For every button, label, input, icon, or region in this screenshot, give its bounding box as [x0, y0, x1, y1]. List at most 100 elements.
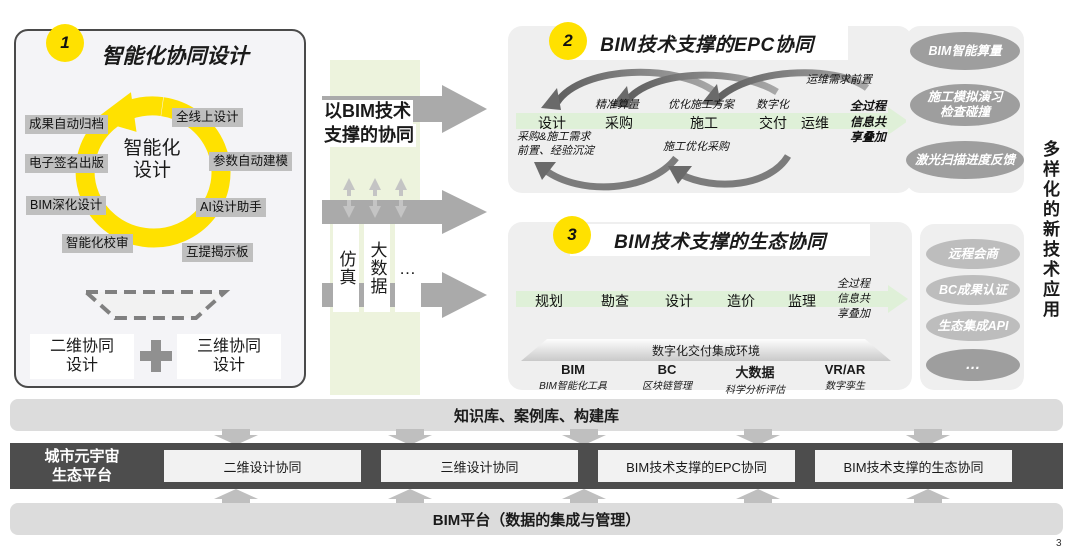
dashed-funnel-shape: [80, 290, 231, 320]
platform-item-0[interactable]: 二维设计协同: [164, 450, 361, 482]
eco-tech-0-name: BIM: [561, 362, 585, 377]
panel1-2d-box: 二维协同 设计: [30, 334, 134, 379]
eco-stage-1: 勘查: [601, 293, 629, 309]
eco-stage-band: [516, 291, 891, 307]
epc-tail-note: 全过程 信息共 享叠加: [840, 99, 896, 146]
panel1-title: 智能化协同设计: [60, 40, 290, 70]
eco-tech-1-sub: 区块链管理: [642, 381, 692, 392]
chip-right-3: 互提揭示板: [182, 243, 253, 262]
eco-tech-3-name: VR/AR: [824, 362, 866, 377]
pill-bottom-3: …: [926, 349, 1020, 381]
eco-tech-2-sub: 科学分析评估: [725, 385, 785, 396]
panel2-title: BIM技术支撑的EPC协同: [566, 26, 848, 60]
platform-item-1[interactable]: 三维设计协同: [381, 450, 578, 482]
epc-top-curves: [541, 68, 870, 110]
eco-tech-0-sub: BIM智能化工具: [539, 381, 607, 392]
chip-left-2: BIM深化设计: [26, 196, 107, 215]
flow-arrow-2: [322, 190, 487, 234]
epc-below-anno-1: 采购&施工需求 前置、经验沉淀: [517, 131, 594, 157]
panel1-3d-box: 三维协同 设计: [177, 334, 281, 379]
panel3-badge: 3: [553, 216, 591, 254]
panel2-badge: 2: [549, 22, 587, 60]
pill-bottom-0: 远程会商: [926, 239, 1020, 269]
eco-tech-1-name: BC: [657, 362, 677, 377]
eco-environment-trapezoid: [521, 339, 891, 361]
eco-stage-2: 设计: [665, 293, 693, 309]
up-arrows-row: [214, 489, 780, 505]
panel1-2d-line2: 设计: [65, 356, 98, 374]
eco-stage-4: 监理: [788, 293, 816, 309]
eco-stage-0: 规划: [535, 293, 563, 309]
panel1-2d-line1: 二维协同: [49, 338, 114, 356]
eco-tech-3-sub: 数字孪生: [825, 381, 865, 392]
epc-above-label-1: 优化施工方案: [668, 99, 734, 111]
bim-platform-label: BIM平台（数据的集成与管理）: [432, 511, 641, 529]
middle-box-1: 大数据: [364, 224, 390, 312]
eco-tech-2: 大数据 科学分析评估: [710, 362, 800, 396]
page-number: 3: [1056, 538, 1062, 549]
eco-tail-note: 全过程 信息共 享叠加: [837, 277, 897, 322]
pill-top-2: 激光扫描进度反馈: [906, 141, 1024, 179]
epc-stage-0: 设计: [538, 115, 566, 131]
eco-tech-0: BIM BIM智能化工具: [528, 362, 618, 392]
panel1-badge-label: 1: [60, 33, 70, 52]
eco-tech-1: BC 区块链管理: [622, 362, 712, 392]
eco-tech-2-name: 大数据: [735, 365, 775, 380]
epc-tail-line1: 全过程: [849, 99, 886, 113]
middle-headline-line2: 支撑的协同: [322, 123, 416, 148]
knowledge-base-bar: 知识库、案例库、构建库: [10, 399, 1063, 431]
eco-band-arrowhead: [888, 285, 908, 313]
middle-box-2: …: [395, 224, 421, 312]
eco-tech-3: VR/AR 数字孪生: [800, 362, 890, 392]
panel1-3d-line1: 三维协同: [196, 338, 261, 356]
bim-platform-bar: BIM平台（数据的集成与管理）: [10, 503, 1063, 535]
chip-left-0: 成果自动归档: [25, 115, 109, 134]
cycle-center-line1: 智能化: [123, 138, 181, 159]
platform-item-2[interactable]: BIM技术支撑的EPC协同: [598, 450, 795, 482]
pill-bottom-2: 生态集成API: [926, 311, 1020, 341]
epc-stage-2: 施工: [690, 115, 718, 131]
epc-tail-line3: 享叠加: [849, 130, 886, 145]
middle-headline: 以BIM技术 支撑的协同: [322, 100, 482, 148]
eco-environment-title: 数字化交付集成环境: [651, 344, 760, 358]
right-vertical-caption: 多样化的新技术应用: [1040, 140, 1059, 320]
chip-right-0: 全线上设计: [172, 108, 243, 127]
chip-right-2: AI设计助手: [196, 198, 266, 217]
epc-stage-band: [516, 113, 891, 129]
panel2-title-text: BIM技术支撑的EPC协同: [600, 34, 814, 56]
metaverse-platform-line1: 城市元宇宙: [44, 448, 120, 465]
bidirectional-arrows: [343, 178, 407, 218]
platform-item-3[interactable]: BIM技术支撑的生态协同: [815, 450, 1012, 482]
pill-top-1: 施工模拟演习 检查碰撞: [910, 84, 1020, 126]
metaverse-platform-label: 城市元宇宙 生态平台: [12, 448, 152, 486]
eco-tail-line2: 信息共: [837, 292, 870, 305]
panel3-title: BIM技术支撑的生态协同: [570, 224, 870, 256]
panel3-badge-label: 3: [567, 225, 577, 244]
epc-above-label-2: 数字化: [756, 99, 789, 111]
eco-tail-line1: 全过程: [837, 278, 870, 290]
epc-anno-top-right: 运维需求前置: [806, 74, 872, 86]
panel1-badge: 1: [46, 24, 84, 62]
epc-tail-line2: 信息共: [849, 114, 886, 129]
panel3-title-text: BIM技术支撑的生态协同: [614, 231, 826, 253]
eco-stage-3: 造价: [727, 293, 755, 309]
epc-stage-1: 采购: [605, 115, 633, 131]
chip-left-3: 智能化校审: [62, 234, 133, 253]
epc-above-label-0: 精准算量: [595, 99, 639, 111]
middle-headline-line1: 以BIM技术: [322, 100, 413, 124]
pill-top-0: BIM智能算量: [910, 32, 1020, 70]
middle-box-0: 仿真: [333, 224, 359, 312]
up-arrows-row-right: [906, 489, 950, 505]
pill-bottom-1: BC成果认证: [926, 275, 1020, 305]
epc-bottom-curves: [534, 153, 791, 191]
epc-stage-4: 运维: [801, 115, 829, 131]
cycle-center-label: 智能化 设计: [106, 138, 198, 182]
epc-band-arrowhead: [888, 107, 908, 135]
plus-icon: [140, 340, 172, 372]
panel1-3d-line2: 设计: [212, 356, 245, 374]
panel1-title-text: 智能化协同设计: [101, 45, 249, 68]
panel2-badge-label: 2: [563, 31, 573, 50]
epc-below-anno-2: 施工优化采购: [663, 141, 729, 153]
chip-right-1: 参数自动建模: [209, 152, 293, 171]
eco-tail-line3: 享叠加: [837, 307, 870, 320]
